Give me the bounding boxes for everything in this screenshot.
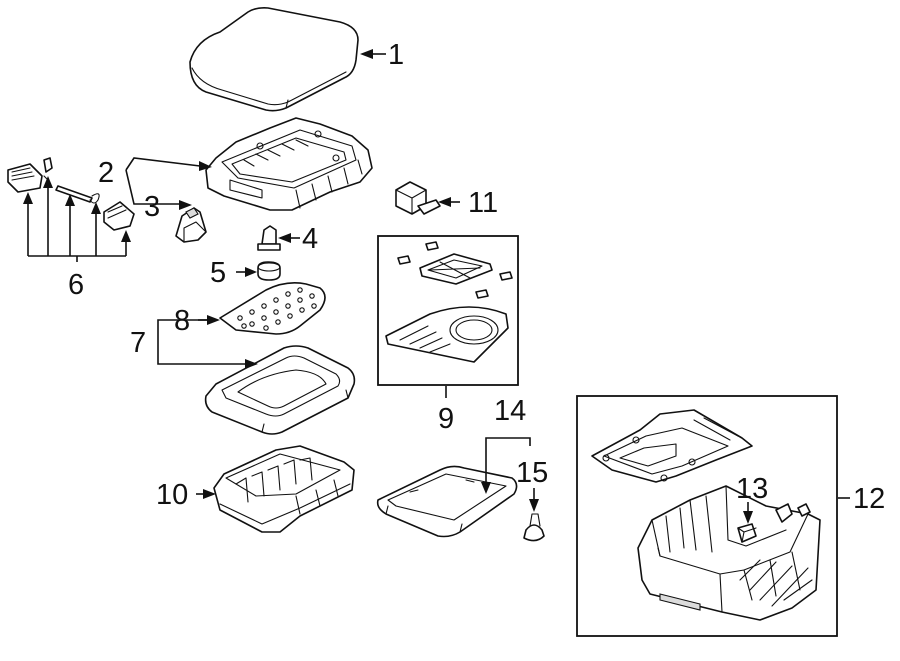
callout-13-leader — [743, 502, 753, 524]
mat-holes — [237, 287, 317, 331]
callout-4: 4 — [302, 223, 318, 255]
callout-8: 8 — [174, 305, 190, 337]
storage-tray — [204, 345, 356, 435]
hinge-set — [7, 157, 135, 231]
perforated-mat — [219, 282, 326, 335]
callout-9: 9 — [438, 403, 454, 435]
armrest-lid-pad — [189, 7, 359, 112]
callout-12: 12 — [853, 483, 885, 515]
callout-2-leader — [125, 157, 212, 210]
callout-11-leader — [438, 197, 460, 207]
callout-7: 7 — [130, 327, 146, 359]
lower-tray — [376, 465, 518, 538]
callout-6: 6 — [68, 269, 84, 301]
callout-6-leader — [23, 176, 131, 262]
cupholder-kit-box — [377, 235, 519, 386]
callout-2: 2 — [98, 157, 114, 189]
callout-10: 10 — [156, 479, 188, 511]
callout-3: 3 — [144, 191, 160, 223]
callout-14: 14 — [494, 395, 526, 427]
console-base-frame — [213, 445, 355, 533]
callout-5-leader — [236, 267, 257, 277]
push-pin-clip — [523, 513, 545, 542]
callout-5: 5 — [210, 257, 226, 289]
electrical-connector — [395, 181, 441, 215]
callout-1-leader — [360, 49, 386, 59]
callout-10-leader — [196, 489, 216, 499]
callout-1: 1 — [388, 39, 404, 71]
callout-7-leader — [157, 319, 258, 369]
bumper-stop — [257, 225, 281, 251]
callout-11: 11 — [468, 187, 498, 219]
round-cap — [257, 261, 281, 281]
callout-15-leader — [529, 488, 539, 512]
callout-13: 13 — [736, 473, 768, 505]
callout-4-leader — [278, 233, 300, 243]
lid-latch — [175, 207, 207, 243]
console-bin-box — [576, 395, 838, 637]
callout-15: 15 — [516, 457, 548, 489]
callout-14-leader — [481, 437, 531, 494]
armrest-lid-substrate — [205, 117, 373, 211]
